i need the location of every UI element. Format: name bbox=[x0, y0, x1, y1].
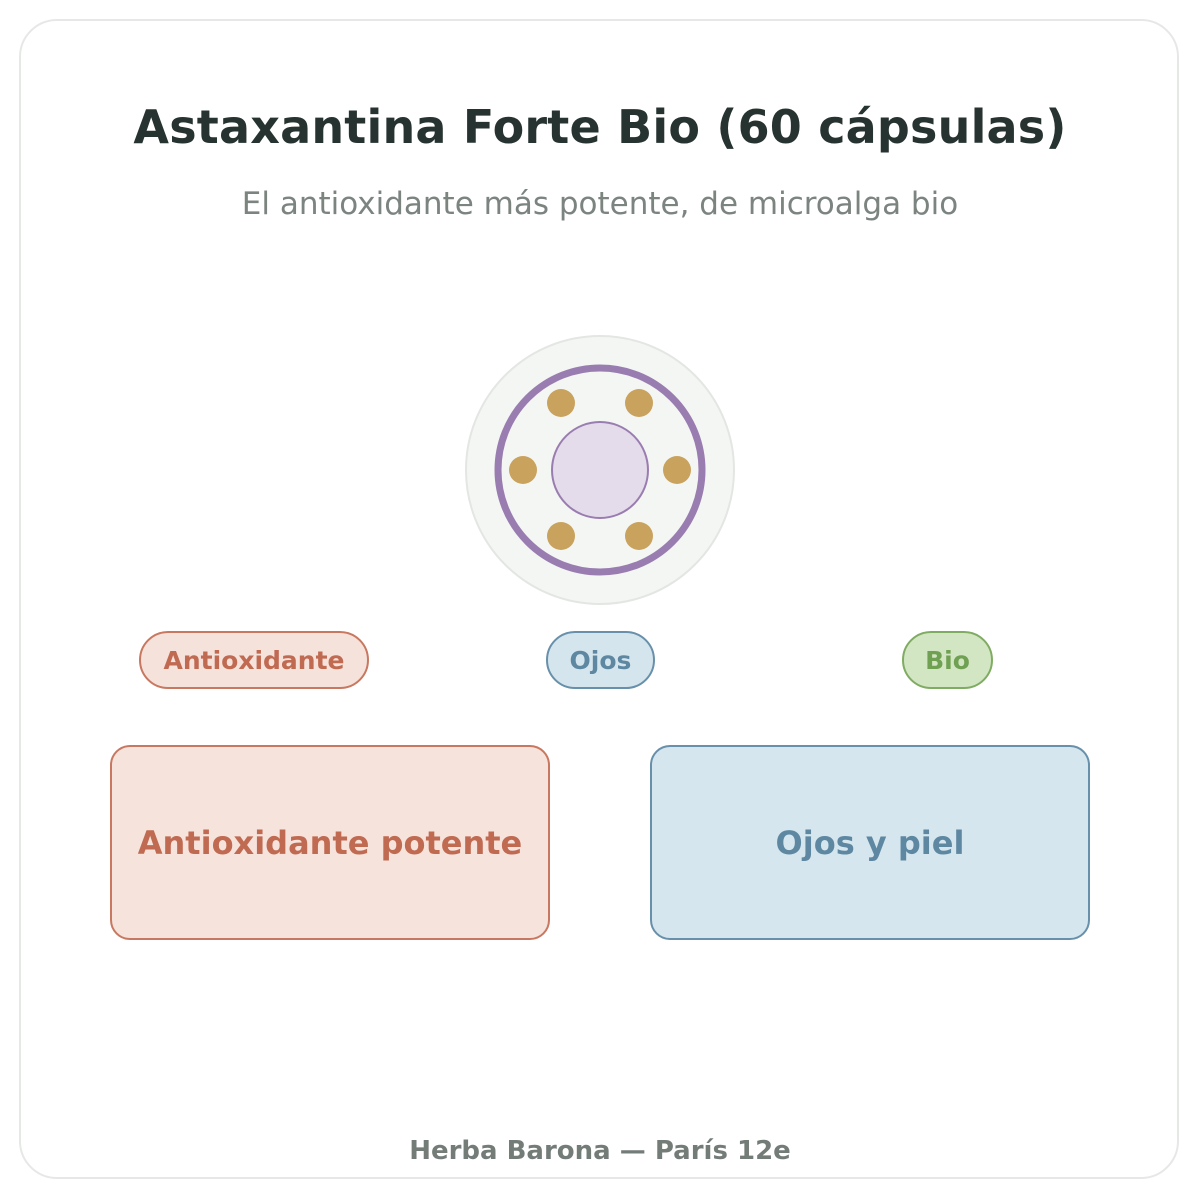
feature-ojos-y-piel: Ojos y piel bbox=[650, 745, 1090, 940]
emblem-dot bbox=[663, 456, 691, 484]
capsule-ring-icon bbox=[465, 335, 735, 605]
emblem-core bbox=[551, 421, 649, 519]
feature-antioxidante-potente: Antioxidante potente bbox=[110, 745, 550, 940]
emblem-dot bbox=[547, 389, 575, 417]
tag-antioxidante: Antioxidante bbox=[139, 631, 369, 689]
page-subtitle: El antioxidante más potente, de microalg… bbox=[241, 186, 959, 222]
emblem-dot bbox=[625, 522, 653, 550]
tag-bio: Bio bbox=[902, 631, 993, 689]
emblem-ring bbox=[494, 364, 706, 576]
emblem-dot bbox=[625, 389, 653, 417]
emblem-dot bbox=[509, 456, 537, 484]
footer-store: Herba Barona — París 12e bbox=[409, 1136, 791, 1166]
tag-ojos: Ojos bbox=[546, 631, 655, 689]
emblem-dot bbox=[547, 522, 575, 550]
page-title: Astaxantina Forte Bio (60 cápsulas) bbox=[133, 100, 1067, 154]
